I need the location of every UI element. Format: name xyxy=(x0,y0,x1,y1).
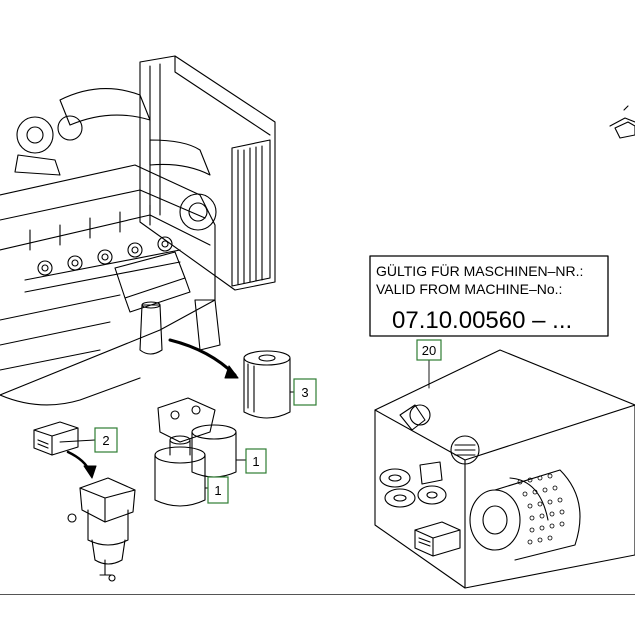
validity-frame xyxy=(369,255,609,337)
validity-serial: 07.10.00560 – ... xyxy=(392,307,572,334)
callout-1b-box xyxy=(207,476,229,504)
bottom-rule xyxy=(0,594,635,595)
filter-part-2-assembly xyxy=(33,421,136,582)
callout-2-box xyxy=(94,427,118,453)
fragment-illustration xyxy=(609,105,635,139)
validity-line-2: VALID FROM MACHINE–No.: xyxy=(376,281,562,297)
callout-3-box xyxy=(293,378,317,406)
callout-1b-label: 1 xyxy=(214,483,221,498)
callout-1a-label: 1 xyxy=(252,454,259,469)
callout-3-label: 3 xyxy=(301,385,308,400)
callout-2-label: 2 xyxy=(102,433,109,448)
filter-part-3 xyxy=(243,350,291,419)
callout-1a-box xyxy=(245,448,267,474)
engine-illustration xyxy=(0,55,276,406)
validity-line-1: GÜLTIG FÜR MASCHINEN–NR.: xyxy=(376,262,583,279)
filter-kit-box xyxy=(374,349,635,589)
callout-20-box xyxy=(416,339,442,361)
callout-20-label: 20 xyxy=(422,343,436,358)
